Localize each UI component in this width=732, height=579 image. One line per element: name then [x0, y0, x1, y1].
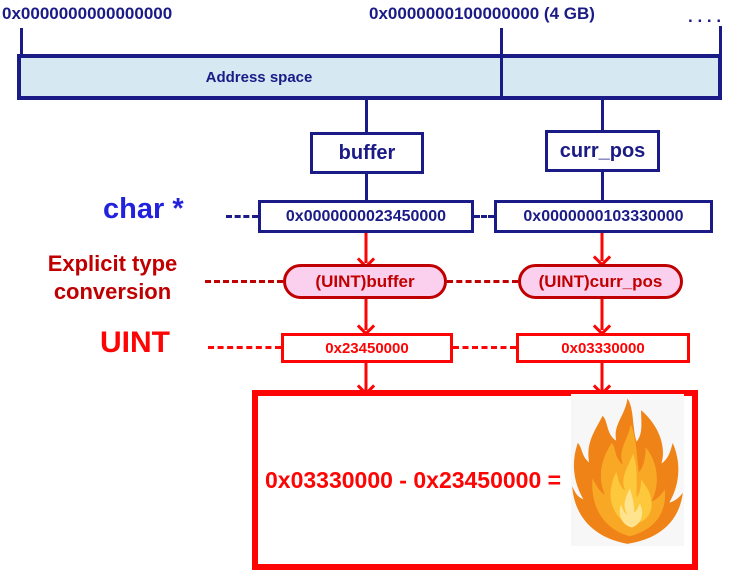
currpos-pointer-value: 0x0000000103330000 — [523, 207, 684, 225]
connector-bar-buffer — [365, 98, 368, 132]
address-space-bar — [17, 54, 722, 100]
char-pointer-type-label: char * — [103, 193, 184, 225]
buffer-pointer-value: 0x0000000023450000 — [285, 207, 447, 225]
arrow-cast-to-uint-buffer — [356, 299, 376, 336]
currpos-name-box: curr_pos — [545, 130, 660, 172]
buffer-name-box: buffer — [310, 132, 424, 174]
uint-type-label: UINT — [100, 326, 170, 359]
address-label-4gb: 0x0000000100000000 (4 GB) — [369, 4, 595, 23]
dashed-link-uint-left — [208, 346, 281, 349]
tick-left — [20, 28, 23, 55]
dashed-link-charptr-left — [226, 215, 258, 218]
dashed-link-conversion-left — [205, 280, 283, 283]
continuation-dots: . . . . — [688, 7, 722, 26]
explicit-conversion-label: Explicit type conversion — [47, 251, 178, 304]
buffer-uint-value: 0x23450000 — [325, 339, 409, 357]
dashed-link-conversion-middle — [447, 280, 518, 283]
currpos-cast-pill: (UINT)curr_pos — [518, 264, 683, 299]
connector-currpos-pointer — [601, 172, 604, 200]
tick-right — [719, 26, 722, 55]
address-label-zero: 0x0000000000000000 — [2, 4, 173, 23]
currpos-pointer-value-box: 0x0000000103330000 — [494, 200, 713, 233]
address-space-label: Address space — [205, 68, 313, 86]
tick-4gb — [500, 28, 503, 55]
connector-bar-currpos — [601, 98, 604, 130]
currpos-cast-label: (UINT)curr_pos — [538, 271, 663, 291]
currpos-uint-value: 0x03330000 — [561, 339, 645, 357]
dashed-link-uint-middle — [453, 346, 516, 349]
buffer-cast-label: (UINT)buffer — [315, 271, 415, 291]
currpos-name-label: curr_pos — [559, 139, 646, 162]
result-expression: 0x03330000 - 0x23450000 = — [265, 466, 562, 493]
buffer-pointer-value-box: 0x0000000023450000 — [258, 200, 474, 233]
arrow-uint-to-result-buffer — [356, 363, 376, 396]
fire-icon — [571, 394, 684, 546]
buffer-name-label: buffer — [338, 141, 396, 164]
buffer-cast-pill: (UINT)buffer — [283, 264, 447, 299]
arrow-currpos-to-cast — [592, 233, 612, 267]
currpos-uint-value-box: 0x03330000 — [516, 333, 690, 363]
connector-buffer-pointer — [365, 174, 368, 200]
arrow-uint-to-result-currpos — [592, 363, 612, 396]
buffer-uint-value-box: 0x23450000 — [281, 333, 453, 363]
dashed-link-charptr-middle — [474, 215, 494, 218]
address-space-4gb-divider — [500, 54, 503, 100]
arrow-cast-to-uint-currpos — [592, 299, 612, 336]
arrow-buffer-to-cast — [356, 233, 376, 269]
